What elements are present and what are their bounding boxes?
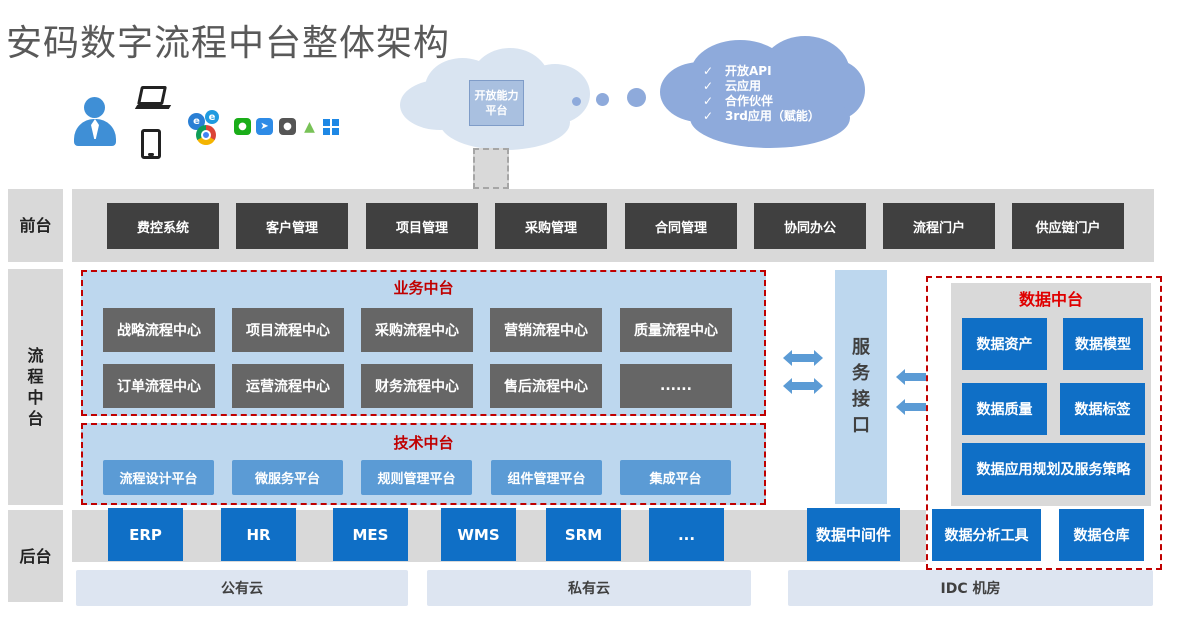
data-asset-button[interactable]: 数据资产	[962, 318, 1047, 370]
dingtalk-icon: ➤	[256, 118, 273, 135]
connector-dot	[596, 93, 609, 106]
back-system-mes[interactable]: MES	[333, 508, 408, 561]
android-icon: ▲	[301, 118, 318, 135]
front-app-expense[interactable]: 费控系统	[107, 203, 219, 249]
data-analysis-button[interactable]: 数据分析工具	[932, 509, 1041, 561]
bidirectional-arrow-icon	[783, 350, 823, 366]
biz-center[interactable]: 战略流程中心	[103, 308, 215, 352]
front-app-office[interactable]: 协同办公	[754, 203, 866, 249]
front-app-portal[interactable]: 流程门户	[883, 203, 995, 249]
data-strategy-button[interactable]: 数据应用规划及服务策略	[962, 443, 1145, 495]
open-platform-box: 开放能力平台	[469, 80, 524, 126]
biz-center[interactable]: 项目流程中心	[232, 308, 344, 352]
biz-center[interactable]: 采购流程中心	[361, 308, 473, 352]
front-app-project[interactable]: 项目管理	[366, 203, 478, 249]
data-platform-title: 数据中台	[1018, 290, 1083, 309]
back-system-more[interactable]: ...	[649, 508, 724, 561]
biz-center[interactable]: 财务流程中心	[361, 364, 473, 408]
connector-dot	[627, 88, 646, 107]
layer-label-front: 前台	[8, 189, 63, 262]
page-title: 安码数字流程中台整体架构	[6, 23, 451, 64]
connector-dot	[572, 97, 581, 106]
layer-label-middle: 流程中台	[8, 269, 63, 505]
service-interface-label: 服务接口	[852, 337, 870, 436]
chrome-icon	[196, 125, 216, 145]
back-system-srm[interactable]: SRM	[546, 508, 621, 561]
data-middleware-button[interactable]: 数据中间件	[807, 508, 900, 561]
tech-item[interactable]: 微服务平台	[232, 460, 343, 495]
infra-private-cloud: 私有云	[427, 570, 751, 606]
back-system-erp[interactable]: ERP	[108, 508, 183, 561]
data-quality-button[interactable]: 数据质量	[962, 383, 1047, 435]
business-platform-title: 业务中台	[393, 279, 454, 297]
back-system-hr[interactable]: HR	[221, 508, 296, 561]
apple-icon: ●	[279, 118, 296, 135]
data-warehouse-button[interactable]: 数据仓库	[1059, 509, 1144, 561]
biz-center[interactable]: 售后流程中心	[490, 364, 602, 408]
ecosystem-item: ✓3rd应用（赋能）	[703, 109, 820, 123]
ecosystem-item: ✓开放API	[703, 64, 772, 78]
data-tag-button[interactable]: 数据标签	[1060, 383, 1145, 435]
biz-center[interactable]: 订单流程中心	[103, 364, 215, 408]
tech-item[interactable]: 规则管理平台	[361, 460, 472, 495]
tech-platform-title: 技术中台	[393, 434, 454, 452]
ecosystem-list: ✓开放API ✓云应用 ✓合作伙伴 ✓3rd应用（赋能）	[703, 64, 820, 124]
data-model-button[interactable]: 数据模型	[1063, 318, 1143, 370]
tech-item[interactable]: 流程设计平台	[103, 460, 214, 495]
ecosystem-item: ✓云应用	[703, 79, 762, 93]
tech-item[interactable]: 集成平台	[620, 460, 731, 495]
biz-center[interactable]: 质量流程中心	[620, 308, 732, 352]
biz-center[interactable]: 运营流程中心	[232, 364, 344, 408]
back-system-wms[interactable]: WMS	[441, 508, 516, 561]
wechat-icon: ●	[234, 118, 251, 135]
infra-public-cloud: 公有云	[76, 570, 408, 606]
infra-idc: IDC 机房	[788, 570, 1153, 606]
ecosystem-item: ✓合作伙伴	[703, 94, 774, 108]
front-app-supply-portal[interactable]: 供应链门户	[1012, 203, 1124, 249]
front-app-contract[interactable]: 合同管理	[625, 203, 737, 249]
front-app-purchase[interactable]: 采购管理	[495, 203, 607, 249]
windows-icon	[323, 119, 339, 135]
edge-icon: e	[205, 110, 219, 124]
service-interface: 服务接口	[835, 270, 887, 504]
layer-label-back: 后台	[8, 510, 63, 602]
biz-center-more[interactable]: ......	[620, 364, 732, 408]
open-platform-connector	[473, 148, 509, 189]
biz-center[interactable]: 营销流程中心	[490, 308, 602, 352]
front-app-customer[interactable]: 客户管理	[236, 203, 348, 249]
bidirectional-arrow-icon	[783, 378, 823, 394]
tech-item[interactable]: 组件管理平台	[491, 460, 602, 495]
